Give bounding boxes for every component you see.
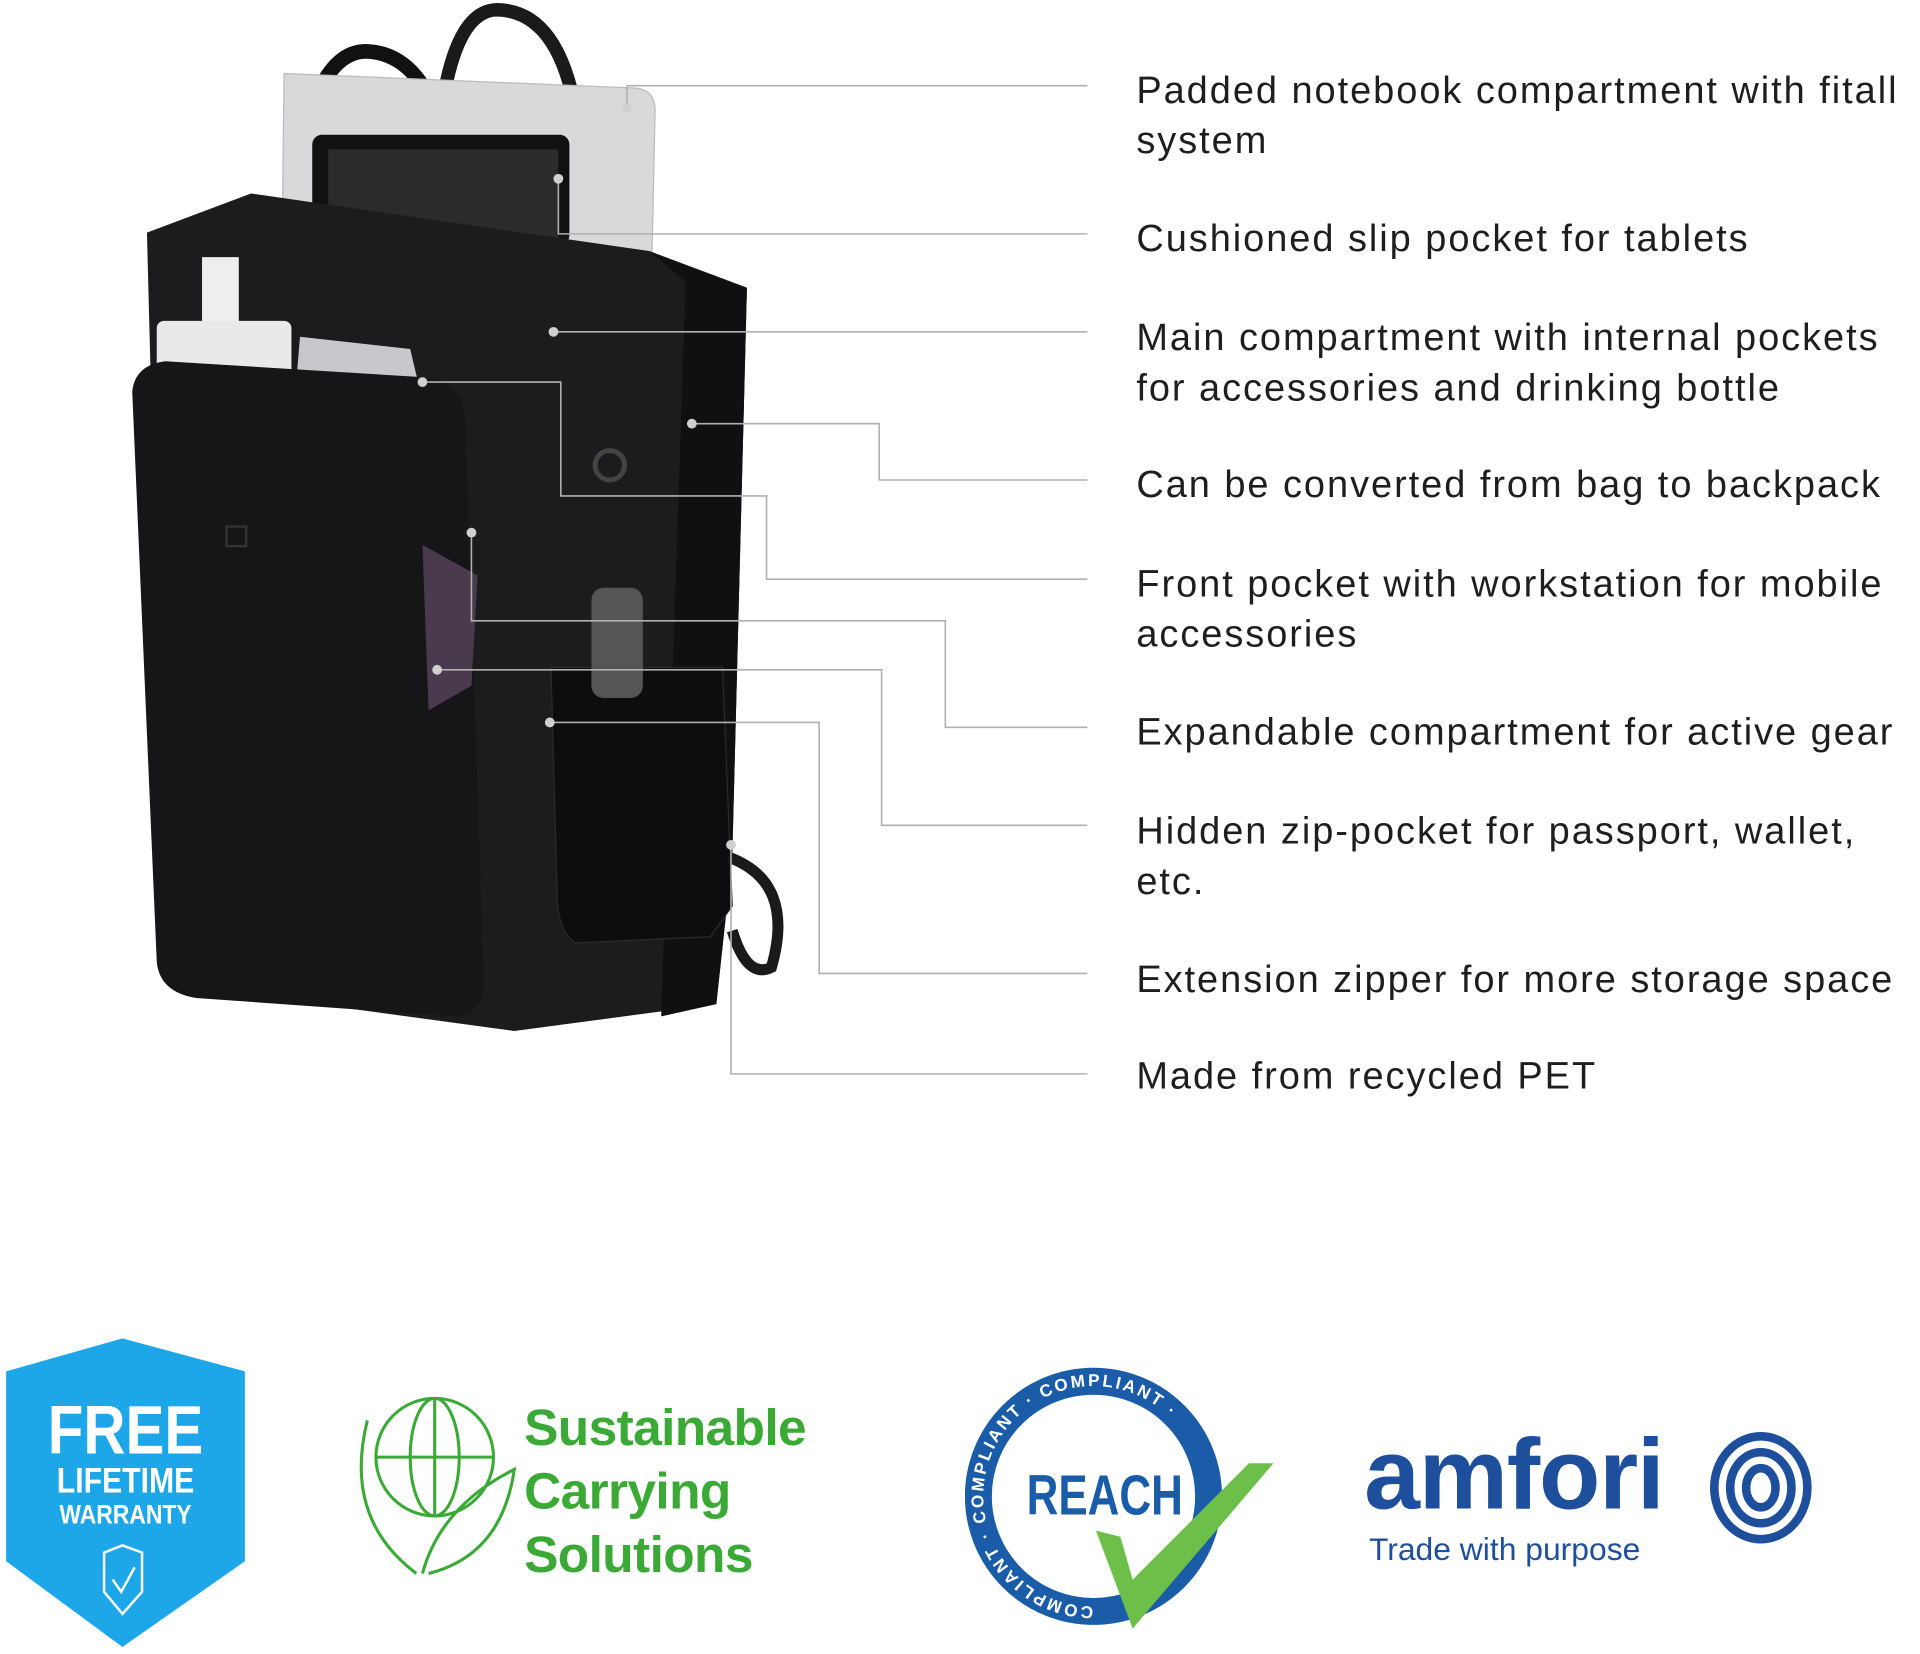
feature-tablet-pocket: Cushioned slip pocket for tablets [1136,216,1750,260]
globe-plant-icon [359,1396,517,1575]
feature-extension-zipper: Extension zipper for more storage space [1136,957,1895,1001]
check-icon [1095,1463,1274,1629]
warranty-lifetime: LIFETIME [56,1462,195,1502]
feature-front-pocket: Front pocket with workstation for mobile… [1136,562,1884,656]
side-mesh-pocket [550,666,733,944]
feature-hidden-pocket: Hidden zip-pocket for passport, wallet,e… [1136,809,1857,903]
sustainable-line1: Sustainable [524,1398,807,1456]
warranty-shield [6,1338,245,1647]
sustainable-line3: Solutions [524,1525,753,1584]
side-strap [726,851,784,976]
feature-expandable: Expandable compartment for active gear [1136,710,1895,754]
warranty-label: WARRANTY [59,1498,192,1530]
feature-convertible: Can be converted from bag to backpack [1136,462,1882,506]
reach-label: REACH [1026,1463,1183,1527]
amfori-spiral-icon [1710,1432,1812,1544]
amfori-logo: amfori [1364,1419,1665,1531]
reach-ring [964,1367,1223,1625]
callout-dots [417,102,736,850]
warranty-free: FREE [47,1391,204,1469]
shield-check-icon [102,1543,144,1616]
bottle [591,587,643,698]
sustainable-line2: Carrying [524,1462,731,1520]
leader-lines [422,84,1088,1075]
front-pocket [132,361,484,1017]
amfori-tagline: Trade with purpose [1368,1530,1641,1568]
feature-recycled: Made from recycled PET [1136,1054,1598,1098]
